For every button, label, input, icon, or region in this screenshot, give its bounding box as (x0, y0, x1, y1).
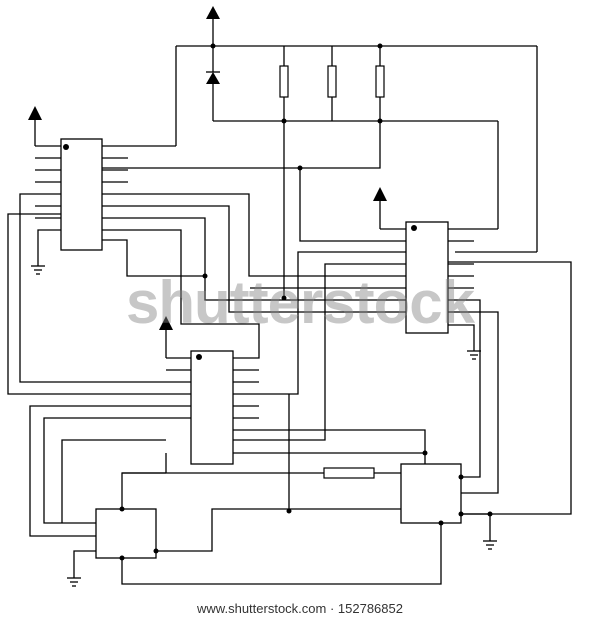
ic1-chip (28, 106, 128, 275)
logic-block-right-body (400, 463, 462, 524)
ic3-chip (159, 316, 259, 465)
ground-symbol-1 (31, 265, 45, 275)
supply-arrow-ic1 (28, 106, 42, 120)
diode (206, 46, 220, 121)
ground-symbol-3 (67, 577, 81, 587)
supply-arrow-top (206, 6, 220, 19)
ground-symbol-2 (467, 350, 481, 360)
logic-block-left (67, 472, 442, 587)
supply-arrow-ic2 (373, 187, 387, 201)
logic-block-left-body (95, 508, 157, 559)
image-credit: www.shutterstock.com · 152786852 (197, 601, 403, 616)
ic2-body (405, 221, 449, 334)
ic3-body (190, 350, 234, 465)
ground-symbol-4 (483, 540, 497, 550)
ic2-chip (373, 187, 481, 360)
resistor-r4 (323, 467, 375, 479)
resistor-r3 (375, 65, 385, 98)
top-supply-bus (102, 6, 538, 253)
signal-wiring (7, 121, 572, 537)
resistor-r1 (279, 65, 289, 98)
logic-block-right (323, 463, 497, 550)
supply-arrow-ic3 (159, 316, 173, 330)
resistor-r2 (327, 65, 337, 98)
ic1-body (60, 138, 103, 251)
